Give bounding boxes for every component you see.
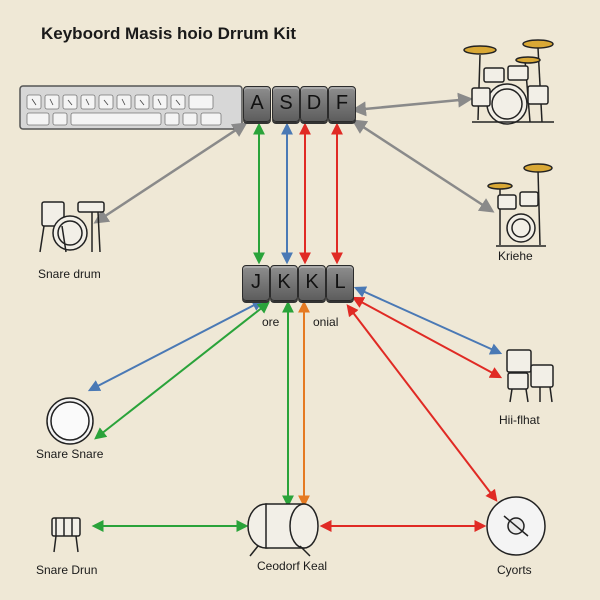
link-l-hihat-red — [351, 296, 503, 379]
link-j-snare-snare-green — [94, 301, 270, 440]
link-keys-kriehe — [351, 119, 495, 213]
link-keys-drum-kit — [351, 92, 473, 117]
key-f[interactable]: F — [328, 86, 356, 122]
link-l-cymbal — [346, 304, 498, 502]
drum-kit-icon — [463, 39, 554, 125]
keyboard-icon — [19, 85, 243, 130]
label-snare-drum: Snare drum — [38, 267, 101, 281]
snare-drum-icon — [39, 201, 105, 253]
snare-drum-icon — [46, 397, 94, 445]
key-a[interactable]: A — [243, 86, 271, 122]
label-kriehe: Kriehe — [498, 249, 533, 263]
key-j[interactable]: J — [242, 265, 270, 301]
key-l[interactable]: L — [326, 265, 354, 301]
snare-drum-icon — [51, 517, 81, 553]
cymbal-icon — [486, 496, 546, 556]
key-d[interactable]: D — [300, 86, 328, 122]
link-keys-snare-drum — [93, 122, 248, 224]
key-s[interactable]: S — [272, 86, 300, 122]
label-snare-snare: Snare Snare — [36, 447, 104, 461]
bass-drum-icon — [247, 503, 319, 557]
label-ceodorf-keal: Ceodorf Keal — [257, 559, 328, 573]
link-j-snare-snare-blue — [87, 299, 265, 392]
tom-drum-icon — [506, 349, 554, 403]
diagram-title: Keyboord Masis hoio Drrum Kit — [41, 24, 297, 43]
label-hi-hat: Hii-flhat — [499, 413, 540, 427]
label-ore: ore — [262, 315, 280, 329]
label-onial: onial — [313, 315, 339, 329]
key-k[interactable]: K — [270, 265, 298, 301]
tom-drum-icon — [487, 163, 553, 247]
label-snare-drun: Snare Drun — [36, 563, 98, 577]
key-k-second[interactable]: K — [298, 265, 326, 301]
label-cyorts: Cyorts — [497, 563, 532, 577]
